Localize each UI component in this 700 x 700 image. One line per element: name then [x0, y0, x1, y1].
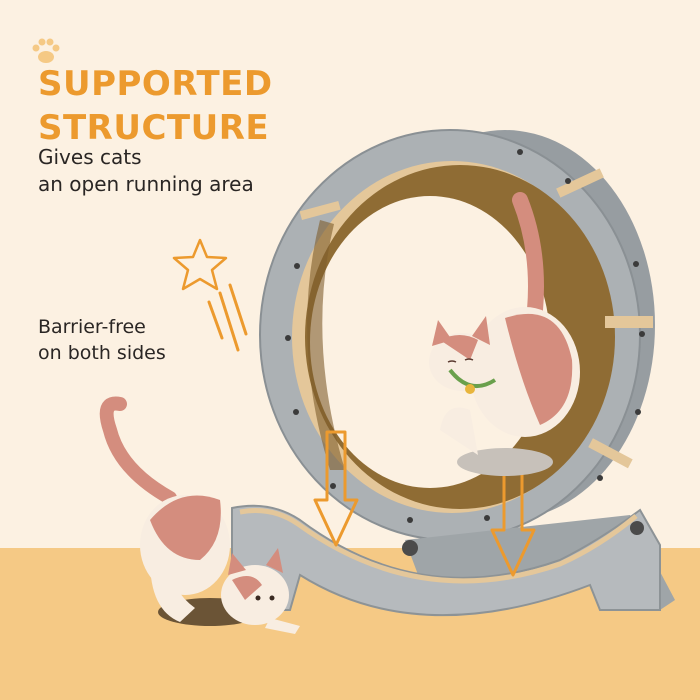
star-icon [172, 238, 228, 291]
running-cat-illustration [429, 192, 580, 476]
subheading: Gives cats an open running area [38, 144, 254, 198]
headline-line-2: STRUCTURE [38, 108, 270, 148]
side-note-line-1: Barrier-free [38, 316, 146, 338]
subheading-line-2: an open running area [38, 172, 254, 196]
wheel-screws [285, 149, 645, 523]
wheel-inner-shadow [307, 220, 345, 470]
roller-left [402, 540, 418, 556]
motion-lines-icon [207, 283, 248, 352]
subheading-line-1: Gives cats [38, 145, 142, 169]
down-arrow-icon [313, 430, 359, 547]
paw-print-icon [32, 38, 60, 63]
crouching-cat-illustration [99, 396, 300, 634]
stand-wood-edge [239, 508, 638, 584]
stand-front [231, 504, 661, 617]
side-note: Barrier-free on both sides [38, 314, 166, 366]
wheel-slats [299, 168, 653, 469]
roller-right [630, 521, 644, 535]
headline-line-1: SUPPORTED [38, 64, 273, 104]
side-note-line-2: on both sides [38, 342, 166, 364]
headline: SUPPORTED STRUCTURE [38, 62, 273, 150]
